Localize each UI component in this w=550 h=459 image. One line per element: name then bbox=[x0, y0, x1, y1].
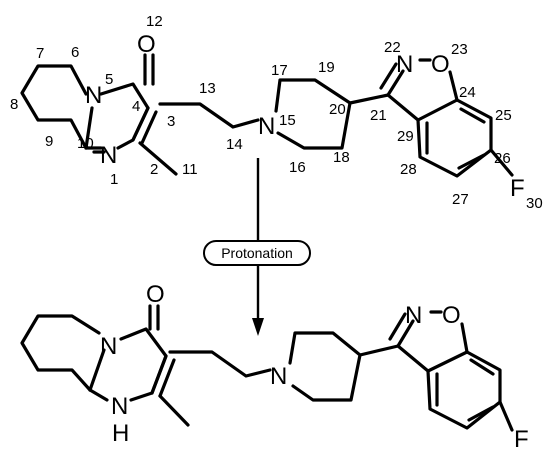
bottom-benzene-bonds bbox=[426, 350, 502, 430]
locant-1: 1 bbox=[110, 171, 118, 188]
bottom-atom-o-carbonyl: O bbox=[146, 281, 165, 308]
bottom-bond-c3-c2 bbox=[150, 354, 168, 395]
top-bond-c10-n5 bbox=[84, 106, 94, 150]
locant-7: 7 bbox=[36, 45, 44, 62]
locant-13: 13 bbox=[199, 80, 216, 97]
bottom-bond-c-n-isox bbox=[396, 319, 415, 348]
top-atom-n5: N bbox=[85, 82, 102, 109]
locant-22: 22 bbox=[384, 39, 401, 56]
bottom-ethyl-linker bbox=[168, 350, 272, 378]
locant-17: 17 bbox=[271, 62, 288, 79]
bottom-atom-nh-n: N bbox=[111, 393, 128, 420]
arrow-head bbox=[252, 318, 264, 336]
top-bond-o23-c24 bbox=[448, 70, 459, 102]
locant-28: 28 bbox=[400, 161, 417, 178]
reaction-arrow: Protonation bbox=[203, 158, 311, 336]
top-pyrimidinone-bonds bbox=[99, 82, 150, 150]
top-benzene-double-b bbox=[459, 107, 486, 124]
bottom-atom-n-ring: N bbox=[100, 333, 117, 360]
locant-12: 12 bbox=[146, 13, 163, 30]
top-benzene-bonds bbox=[416, 98, 493, 178]
bottom-benzene-double-c bbox=[467, 405, 495, 422]
top-double-c3-c2 bbox=[140, 110, 158, 145]
top-atom-n1: N bbox=[100, 142, 117, 169]
locant-2: 2 bbox=[150, 161, 158, 178]
bottom-pyrimidinone-bonds bbox=[119, 327, 168, 402]
bottom-atom-nh-h: H bbox=[112, 420, 129, 447]
locant-5: 5 bbox=[105, 71, 113, 88]
locant-30: 30 bbox=[526, 195, 543, 212]
locant-20: 20 bbox=[329, 101, 346, 118]
bottom-saturated-ring-bonds bbox=[20, 314, 101, 392]
bottom-bond-pip-isox bbox=[358, 344, 400, 357]
bottom-methyl bbox=[158, 394, 190, 427]
bottom-double-c-n-isox bbox=[388, 312, 407, 341]
locant-18: 18 bbox=[333, 149, 350, 166]
top-atom-o12: O bbox=[137, 31, 156, 58]
bottom-bond-c9a-n bbox=[88, 348, 106, 392]
top-atom-n22: N bbox=[396, 51, 413, 78]
top-bond-c3-c2 bbox=[131, 106, 150, 142]
locant-24: 24 bbox=[459, 84, 476, 101]
locant-21: 21 bbox=[370, 107, 387, 124]
top-saturated-ring-bonds bbox=[20, 64, 88, 150]
bottom-bond-fused bbox=[396, 344, 469, 373]
top-atom-o23: O bbox=[431, 51, 450, 78]
bottom-piperidine-bonds bbox=[288, 331, 362, 402]
top-benzene-double-c bbox=[457, 153, 486, 170]
locant-4: 4 bbox=[132, 98, 140, 115]
locant-14: 14 bbox=[226, 136, 243, 153]
bottom-atom-f: F bbox=[514, 426, 529, 453]
protonation-label-box bbox=[203, 240, 311, 266]
bottom-bond-o-c bbox=[460, 322, 469, 354]
locant-11: 11 bbox=[182, 161, 198, 178]
top-molecule: O N N N N O F 1 2 3 4 5 6 7 8 9 10 11 12… bbox=[10, 13, 543, 212]
bottom-atom-n-isoxazole: N bbox=[405, 302, 422, 329]
bottom-double-c3-c2 bbox=[158, 358, 176, 398]
bottom-atom-o-isoxazole: O bbox=[442, 302, 461, 329]
top-ethyl-linker bbox=[158, 102, 260, 129]
locant-9: 9 bbox=[45, 133, 53, 150]
top-double-c21-n22 bbox=[379, 62, 398, 90]
top-bond-c21-c29-c24 bbox=[386, 93, 459, 122]
locant-15: 15 bbox=[279, 112, 296, 129]
locant-29: 29 bbox=[397, 128, 414, 145]
bottom-bond-c-f bbox=[498, 400, 514, 432]
locant-6: 6 bbox=[71, 44, 79, 61]
protonation-label: Protonation bbox=[221, 245, 293, 261]
locant-8: 8 bbox=[10, 96, 18, 113]
bottom-bond-c9a-nh bbox=[88, 388, 109, 402]
locant-26: 26 bbox=[494, 150, 511, 167]
bottom-molecule: O N N H N N O F bbox=[20, 281, 529, 453]
top-bond-c26-f bbox=[489, 148, 514, 177]
locant-10: 10 bbox=[77, 135, 94, 152]
top-atom-f30: F bbox=[510, 175, 525, 202]
locant-25: 25 bbox=[495, 107, 512, 124]
locant-3: 3 bbox=[167, 113, 175, 130]
locant-19: 19 bbox=[318, 59, 335, 76]
top-methyl-11 bbox=[138, 141, 178, 176]
locant-16: 16 bbox=[289, 159, 306, 176]
locant-27: 27 bbox=[452, 191, 469, 208]
top-atom-n15: N bbox=[258, 113, 275, 140]
locant-23: 23 bbox=[451, 41, 468, 58]
bottom-benzene-double-b bbox=[469, 358, 495, 376]
top-bond-c20-c21 bbox=[348, 93, 390, 105]
bottom-atom-n-piperidine: N bbox=[270, 363, 287, 390]
top-bond-c21-n22 bbox=[386, 69, 405, 97]
